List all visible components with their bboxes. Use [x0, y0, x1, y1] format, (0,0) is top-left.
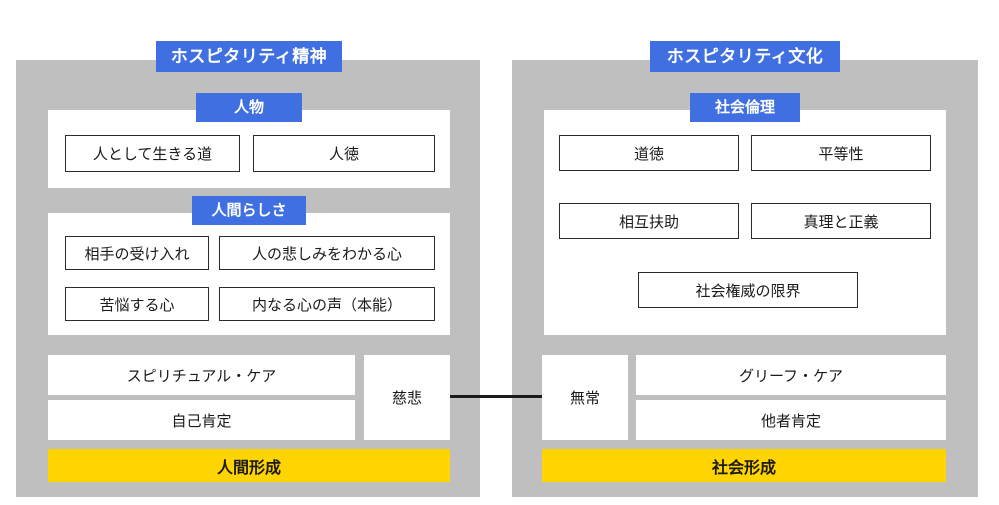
left-item-box-acceptance: 相手の受け入れ — [65, 236, 209, 270]
right-item-box-limits-of-social-authority: 社会権威の限界 — [638, 272, 858, 308]
left-side-box-compassion: 慈悲 — [364, 355, 450, 440]
left-group-title-person: 人物 — [196, 93, 302, 122]
right-item-box-equality: 平等性 — [751, 135, 931, 171]
right-bar-grief-care: グリーフ・ケア — [636, 355, 946, 395]
connector-line — [450, 395, 542, 398]
left-item-box-empathy: 人の悲しみをわかる心 — [219, 236, 435, 270]
right-side-box-impermanence: 無常 — [542, 355, 628, 440]
left-bar-spiritual-care: スピリチュアル・ケア — [48, 355, 355, 395]
left-group-title-humanity: 人間らしさ — [192, 196, 306, 225]
left-item-box-virtue: 人徳 — [253, 135, 435, 172]
left-panel-title-badge: ホスピタリティ精神 — [156, 41, 342, 72]
left-footer-bar-human-formation: 人間形成 — [48, 449, 450, 482]
right-panel-title-badge: ホスピタリティ文化 — [650, 41, 840, 72]
right-item-box-truth-and-justice: 真理と正義 — [751, 203, 931, 239]
left-item-box-way-of-living: 人として生きる道 — [65, 135, 240, 172]
left-item-box-inner-voice: 内なる心の声（本能） — [219, 287, 435, 321]
right-bar-other-affirmation: 他者肯定 — [636, 400, 946, 440]
right-group-title-social-ethics: 社会倫理 — [690, 93, 800, 122]
left-item-box-suffering-heart: 苦悩する心 — [65, 287, 209, 321]
right-item-box-mutual-aid: 相互扶助 — [559, 203, 739, 239]
right-item-box-morality: 道徳 — [559, 135, 739, 171]
left-bar-self-affirmation: 自己肯定 — [48, 400, 355, 440]
right-footer-bar-social-formation: 社会形成 — [542, 449, 946, 482]
